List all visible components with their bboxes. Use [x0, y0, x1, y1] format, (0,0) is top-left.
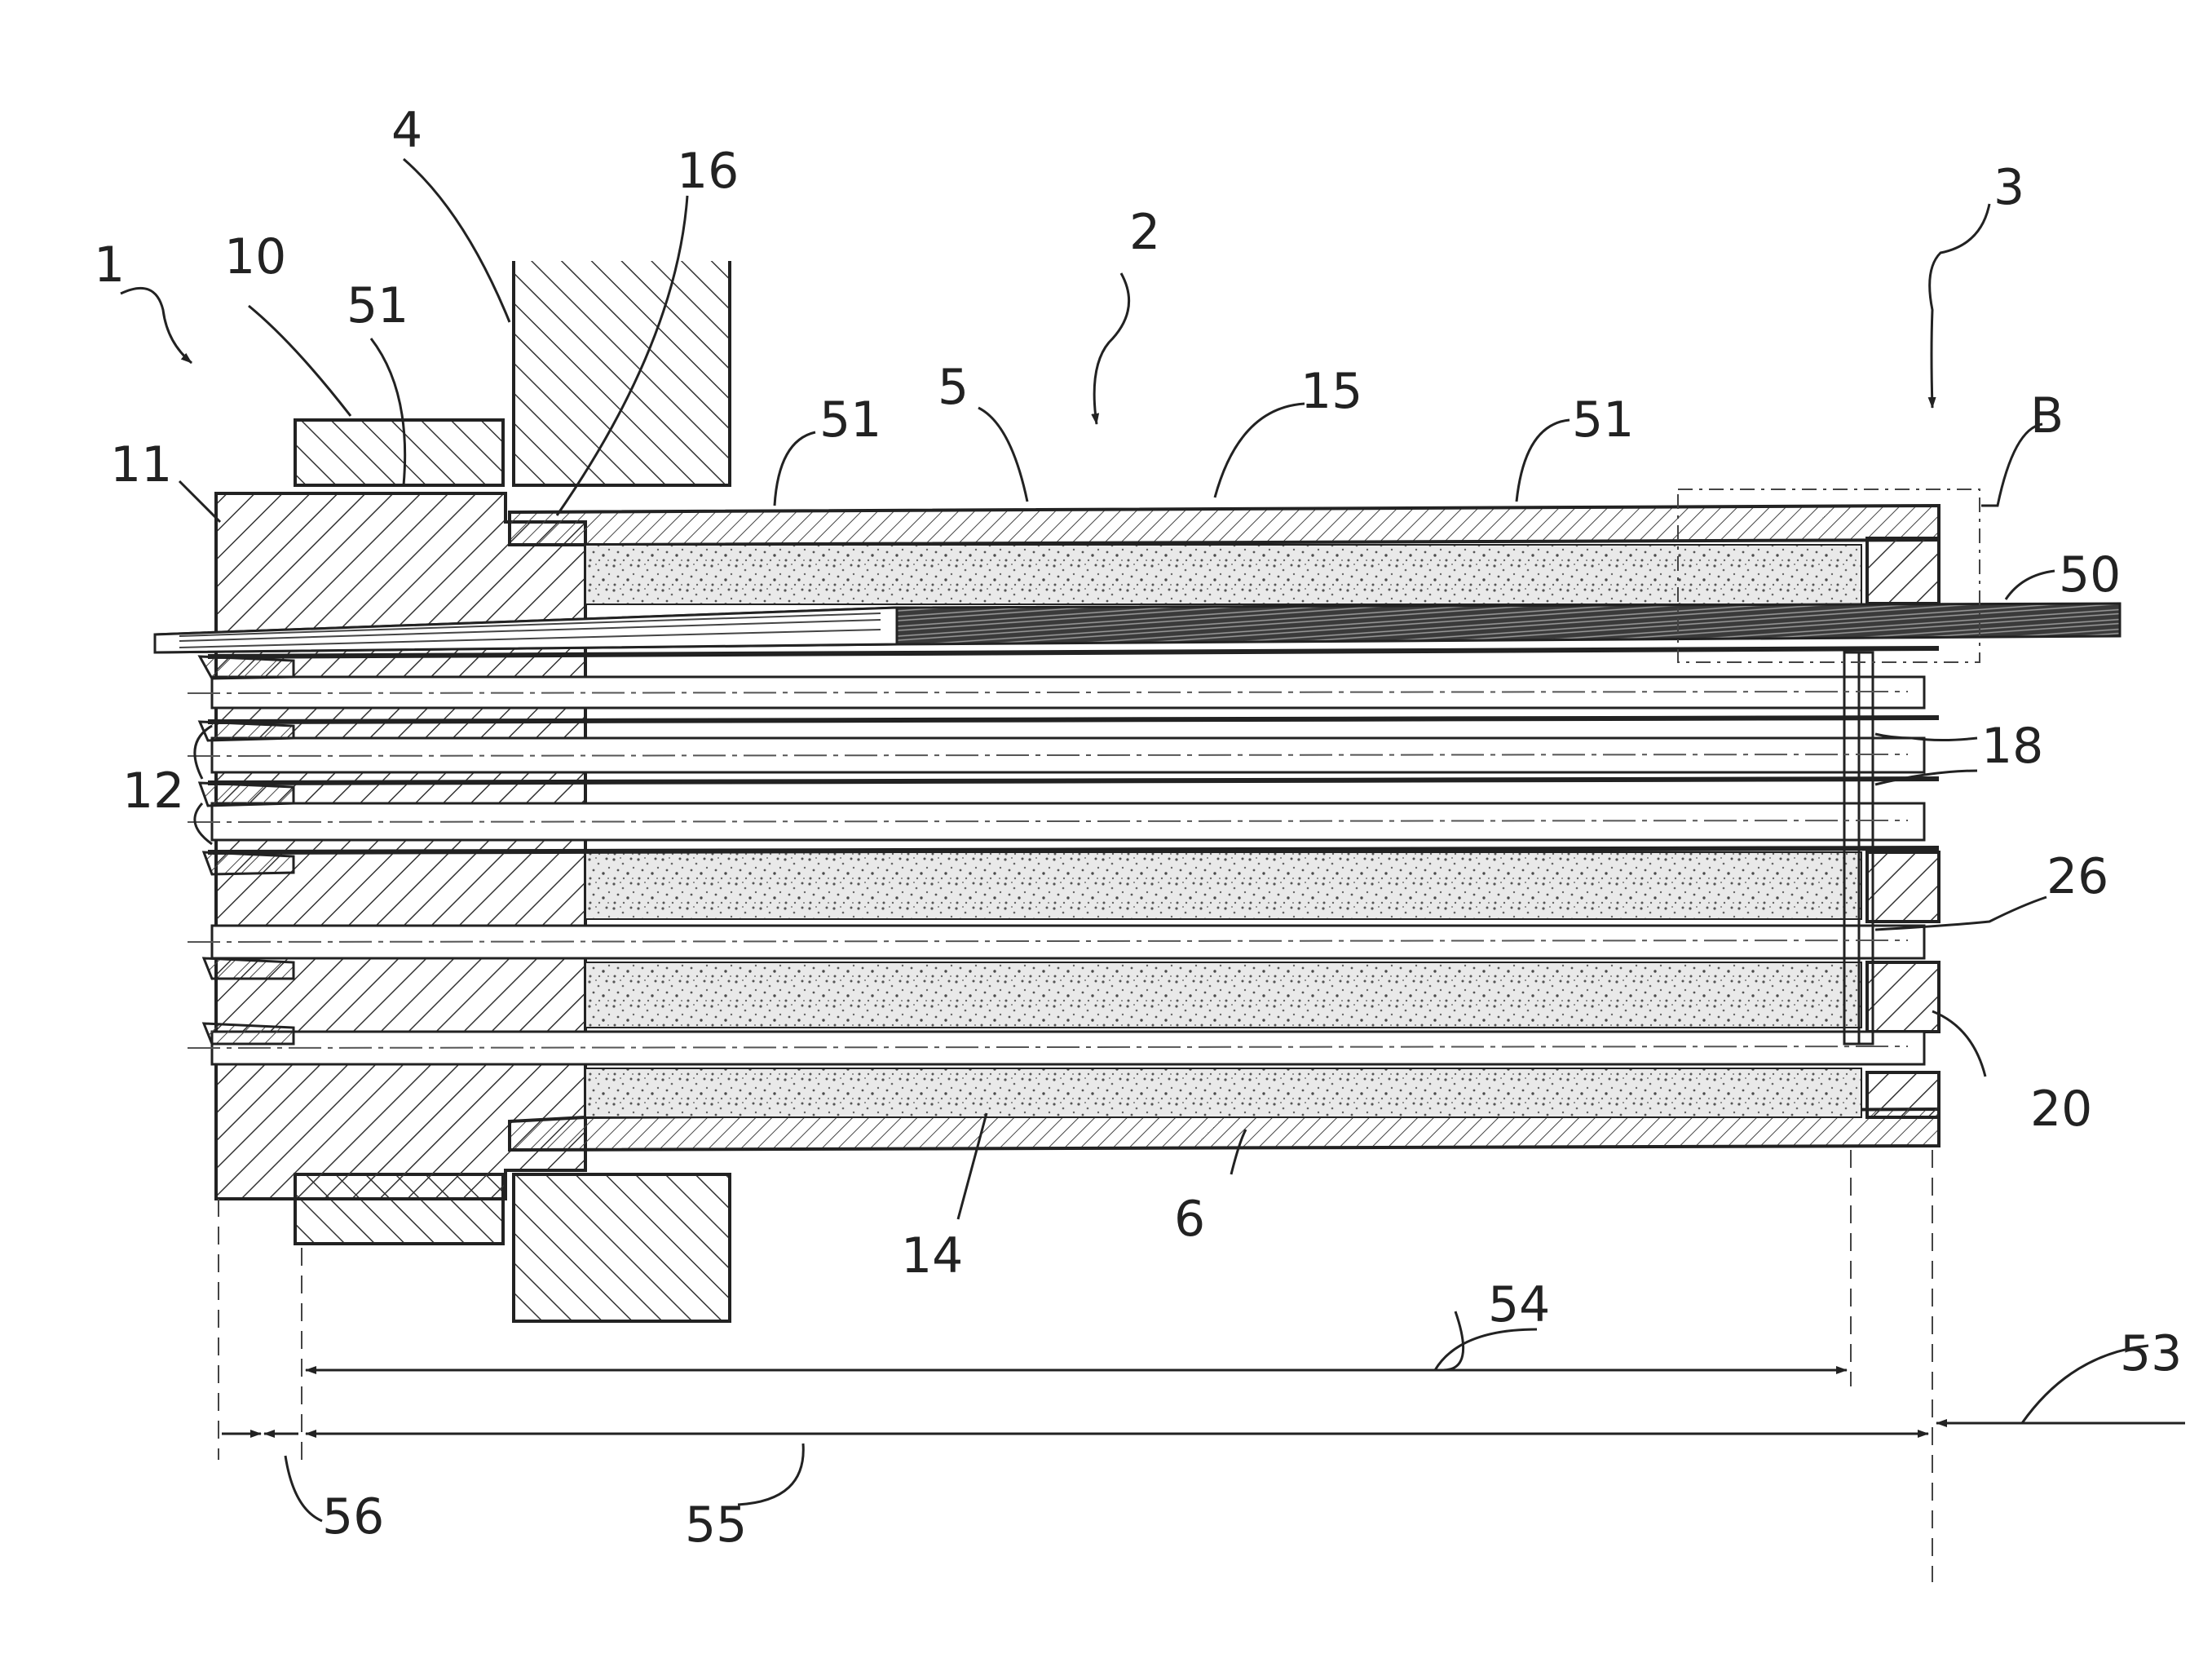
label-ref-53: 53 [2120, 1325, 2182, 1382]
label-ref-16: 16 [677, 143, 739, 200]
label-ref-11: 11 [110, 436, 172, 493]
label-ref-54: 54 [1488, 1276, 1550, 1333]
dimension-lines [222, 1370, 2185, 1434]
label-ref-10: 10 [224, 228, 286, 285]
label-ref-4: 4 [391, 102, 422, 159]
label-ref-B: B [2030, 387, 2064, 444]
label-ref-18: 18 [1981, 718, 2043, 775]
label-ref-26: 26 [2046, 848, 2108, 905]
label-ref-3: 3 [1993, 159, 2024, 216]
label-ref-20: 20 [2030, 1081, 2092, 1138]
label-ref-2: 2 [1129, 204, 1160, 261]
label-ref-5: 5 [938, 359, 969, 416]
label-ref-6: 6 [1174, 1191, 1205, 1248]
label-ref-12: 12 [122, 763, 184, 820]
label-ref-51-b: 51 [819, 391, 881, 449]
label-ref-51-a: 51 [347, 277, 408, 334]
anchor-block-11 [216, 493, 585, 1199]
label-ref-1: 1 [94, 237, 125, 294]
label-ref-15: 15 [1300, 363, 1362, 420]
label-ref-51-c: 51 [1572, 391, 1634, 449]
label-ref-55: 55 [685, 1497, 747, 1554]
label-ref-50: 50 [2059, 546, 2121, 604]
label-ref-56: 56 [322, 1488, 384, 1545]
label-ref-14: 14 [901, 1227, 963, 1284]
